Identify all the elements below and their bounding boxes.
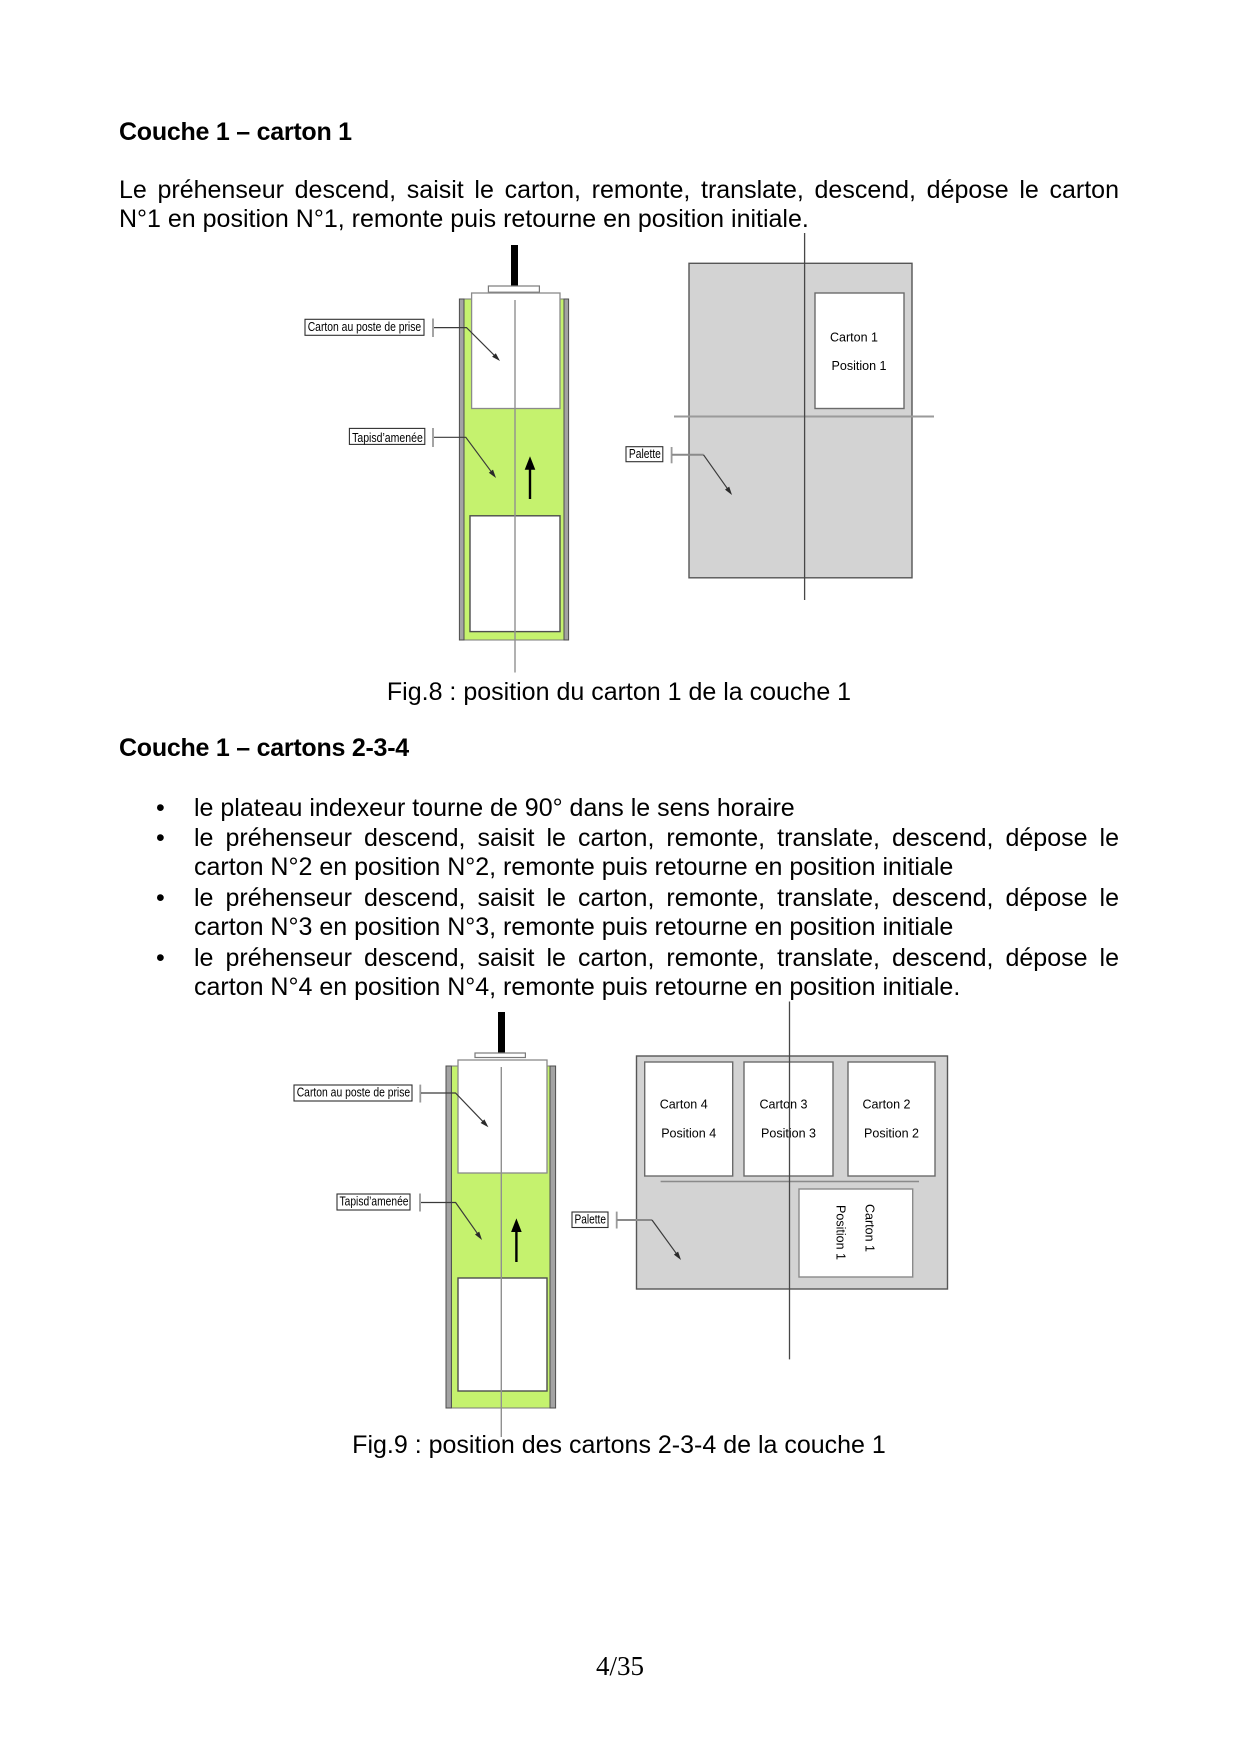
svg-text:Position 1: Position 1 — [832, 358, 887, 373]
svg-text:Palette: Palette — [629, 447, 661, 461]
svg-text:Position 2: Position 2 — [864, 1126, 919, 1141]
svg-text:Carton au poste de prise: Carton au poste de prise — [297, 1086, 411, 1100]
svg-text:Carton 1: Carton 1 — [862, 1204, 877, 1252]
svg-text:Carton au poste de prise: Carton au poste de prise — [308, 320, 422, 334]
svg-text:Carton 4: Carton 4 — [660, 1097, 708, 1112]
svg-text:Carton 1: Carton 1 — [830, 330, 878, 345]
svg-text:Carton 3: Carton 3 — [760, 1097, 808, 1112]
svg-text:Carton 2: Carton 2 — [863, 1097, 911, 1112]
svg-text:Palette: Palette — [575, 1212, 607, 1226]
svg-text:Tapisd’amenée: Tapisd’amenée — [352, 431, 423, 445]
svg-text:Position 1: Position 1 — [833, 1205, 848, 1260]
svg-text:Position 4: Position 4 — [661, 1126, 716, 1141]
svg-text:Position 3: Position 3 — [761, 1126, 816, 1141]
svg-text:Tapisd’amenée: Tapisd’amenée — [340, 1195, 409, 1209]
